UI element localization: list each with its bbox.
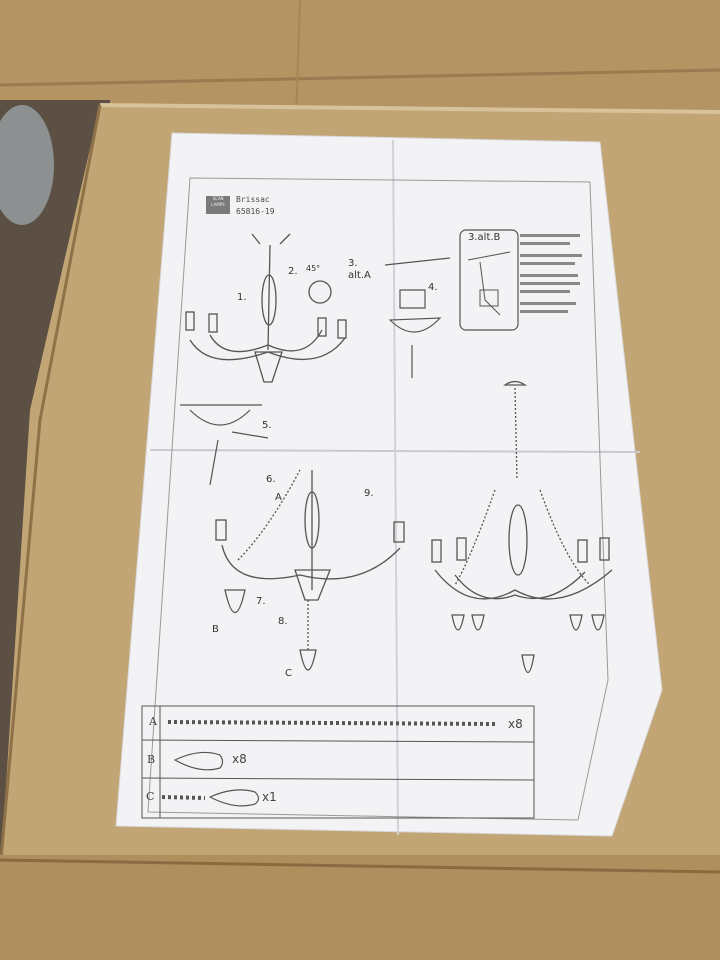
part-b-pointer: B — [212, 624, 219, 635]
part-c-pointer: C — [285, 668, 292, 679]
step-8-label: 8. — [278, 616, 288, 627]
product-name: Brissac — [236, 195, 270, 204]
box-lid-left-edge — [0, 104, 102, 871]
legend-letter-c: C — [146, 790, 155, 803]
angle-label: 45° — [306, 264, 321, 273]
parts-legend-box — [141, 705, 535, 819]
product-code: 65816-19 — [236, 207, 275, 216]
box-bottom-seam — [0, 858, 720, 874]
part-c-chain-drop — [161, 789, 260, 807]
legend-qty-b: x8 — [232, 752, 247, 766]
mount-detail-alt-b — [459, 229, 519, 331]
safety-notes-block — [520, 234, 582, 313]
step-7-label: 7. — [256, 596, 266, 607]
part-a-pointer: A — [275, 492, 282, 503]
step-4-label: 4. — [428, 282, 438, 293]
box-lid-edge — [99, 103, 720, 114]
step-5-label: 5. — [262, 420, 272, 431]
step-2-label: 2. — [288, 266, 298, 277]
box-flap-seam — [0, 68, 720, 87]
chandelier-diagram-top — [185, 233, 347, 383]
chandelier-diagram-full — [431, 380, 613, 674]
chandelier-diagram-middle — [215, 469, 405, 671]
box-crease — [295, 0, 301, 121]
legend-letter-a: A — [149, 715, 157, 728]
sheet-vertical-fold — [392, 139, 399, 836]
step-3-alt-a-label: alt.A — [348, 270, 371, 281]
step-3-label: 3. — [348, 258, 358, 269]
step-6-label: 6. — [266, 474, 276, 485]
instruction-sheet — [115, 132, 663, 837]
step-3-alt-b-label: 3.alt.B — [468, 232, 501, 243]
ceiling-mount-alt-a — [384, 257, 451, 378]
canopy-diagram — [180, 404, 269, 486]
cardboard-box-bottom — [0, 855, 720, 960]
legend-qty-c: x1 — [262, 790, 277, 804]
step-1-label: 1. — [237, 292, 247, 303]
step-9-label: 9. — [364, 488, 374, 499]
legend-qty-a: x8 — [508, 717, 523, 731]
alt-b-wiring — [467, 251, 511, 316]
part-a-chain — [167, 720, 496, 726]
legend-letter-b: B — [147, 753, 156, 766]
part-b-drop — [173, 751, 224, 771]
brand-logo: SCAN LAMPS — [206, 196, 230, 214]
plastic-wrap — [0, 105, 54, 225]
